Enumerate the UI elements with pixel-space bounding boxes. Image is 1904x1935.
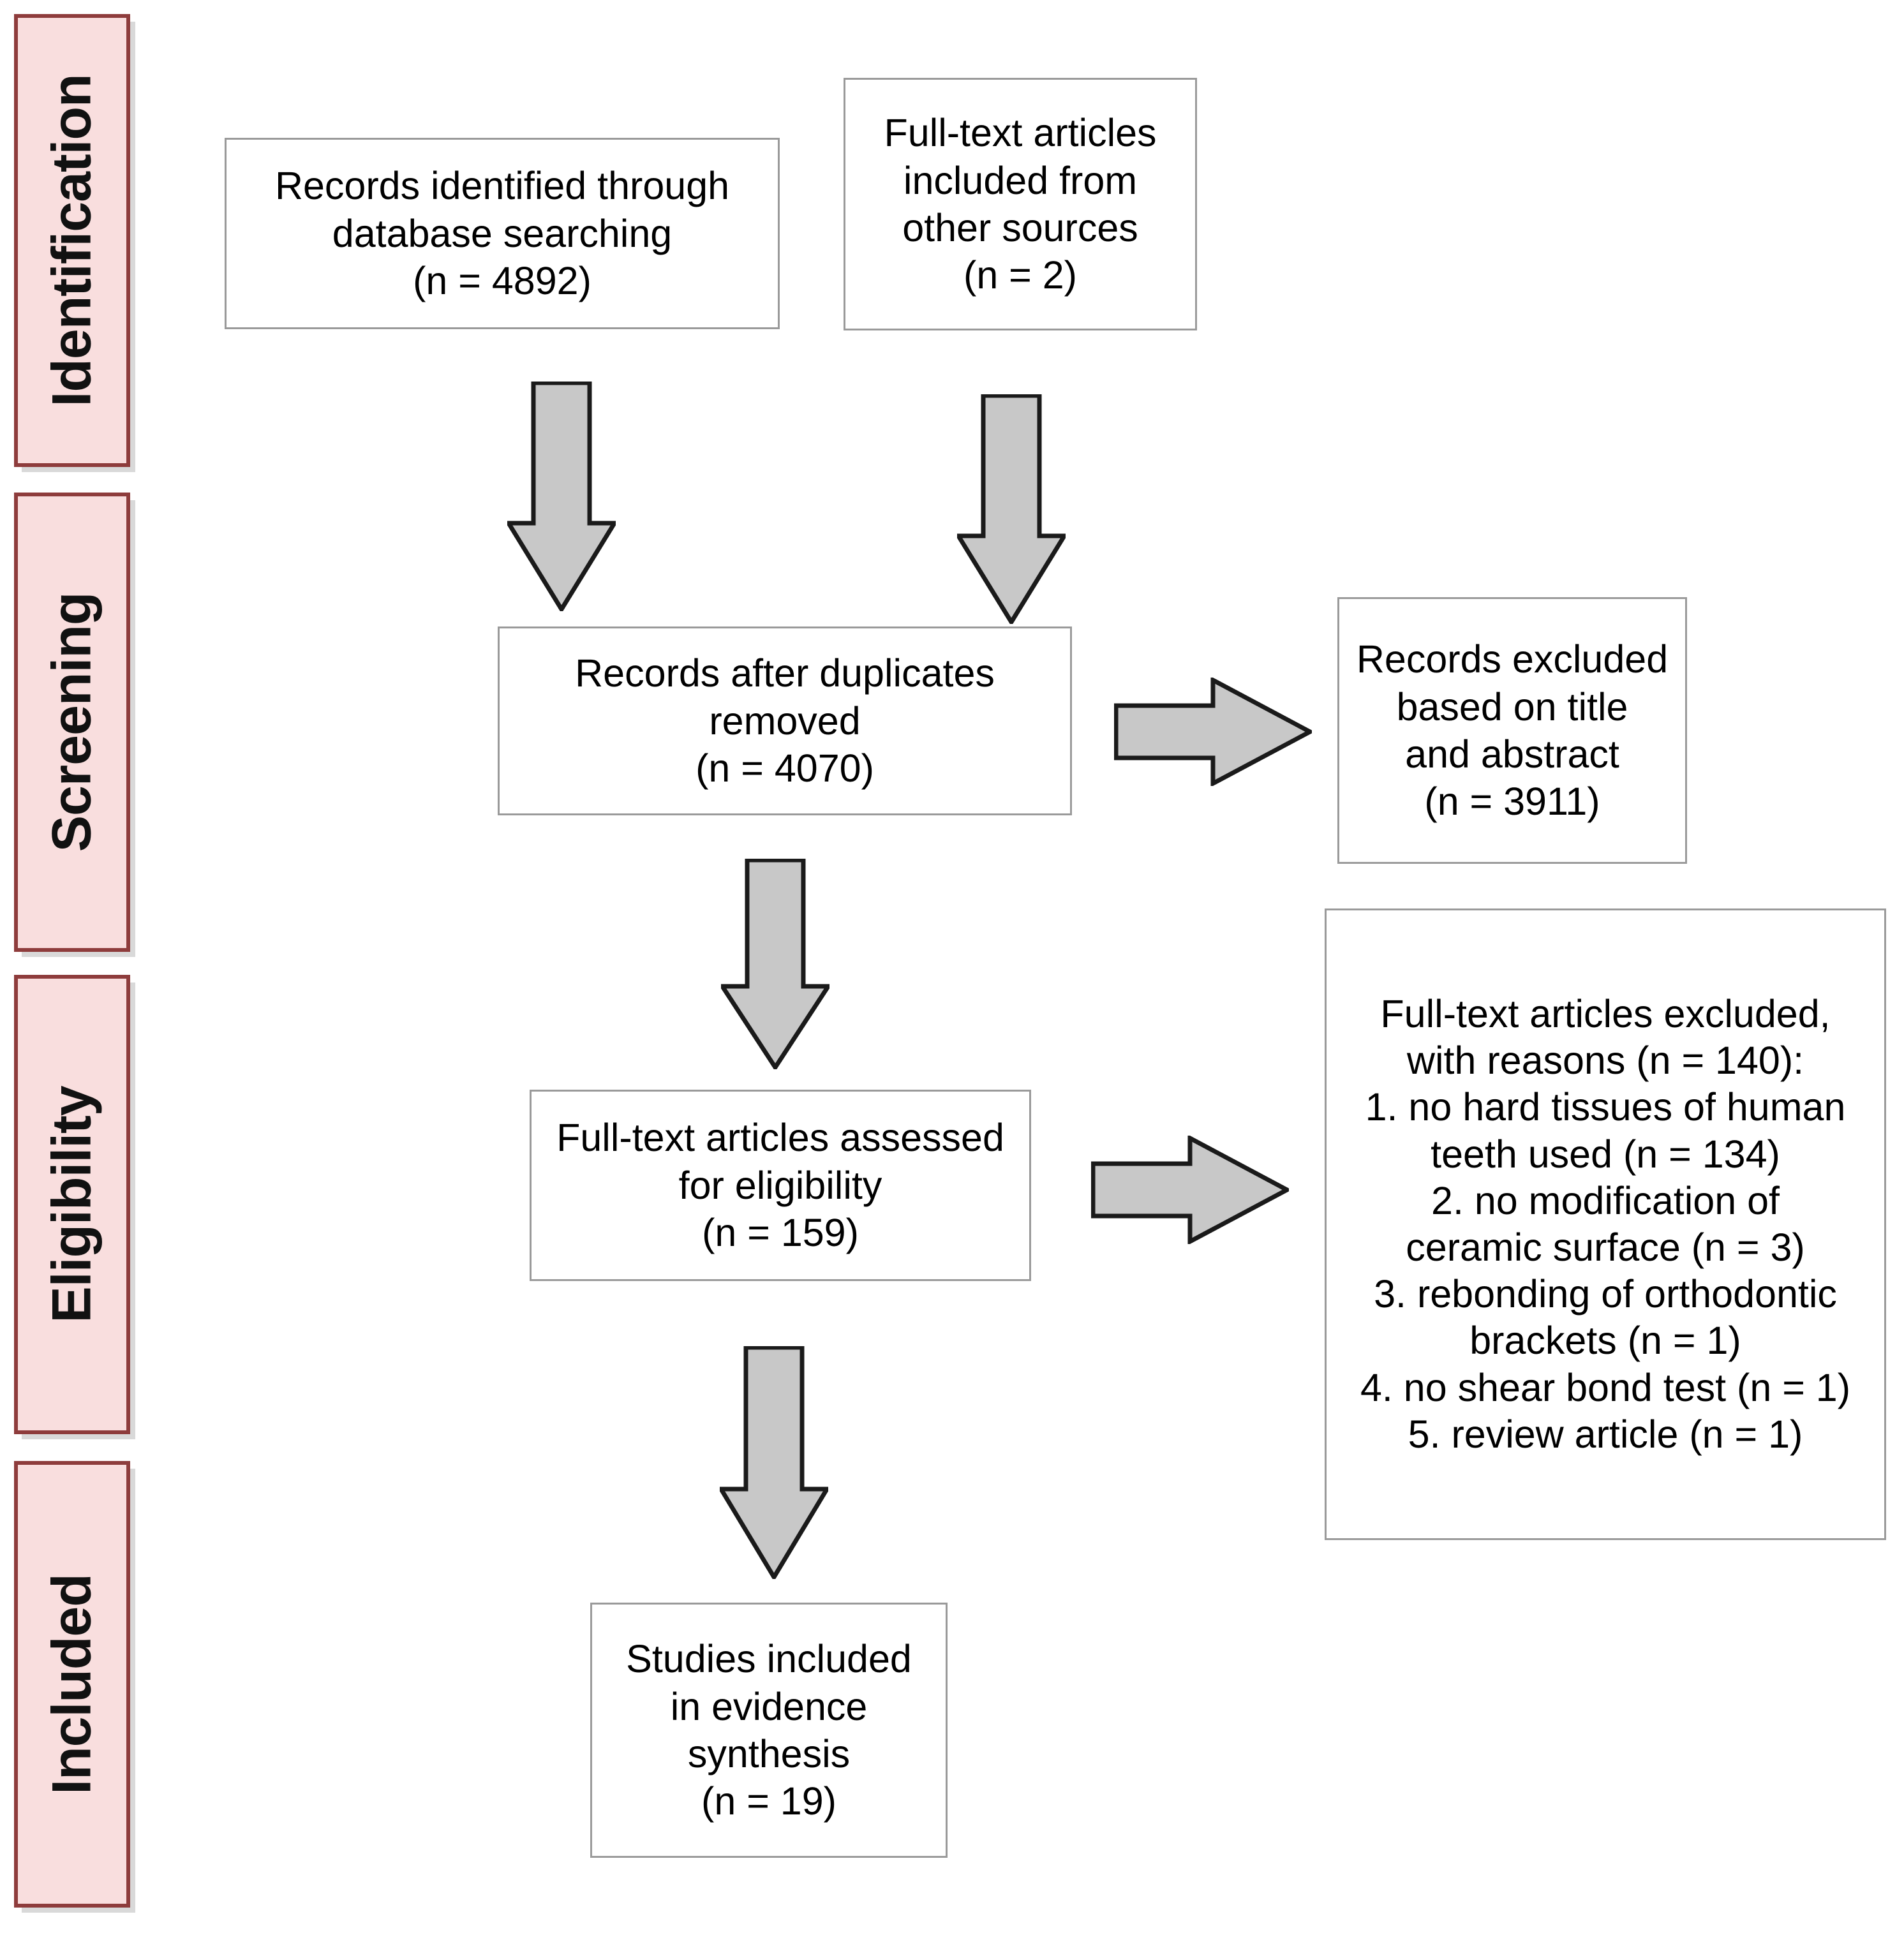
arrow-other-sources-to-duplicates (957, 394, 1066, 624)
arrow-assessed-to-fulltext-excluded (1091, 1136, 1289, 1244)
box-after-duplicates: Records after duplicates removed (n = 40… (498, 626, 1072, 815)
box-studies-included-text: Studies included in evidence synthesis (… (626, 1637, 912, 1823)
arrow-duplicates-to-assessed (721, 859, 829, 1069)
box-fulltext-excluded-text: Full-text articles excluded, with reason… (1360, 992, 1851, 1456)
box-records-excluded: Records excluded based on title and abst… (1337, 597, 1687, 864)
arrow-identified-to-duplicates (507, 382, 616, 611)
stage-label-eligibility: Eligibility (41, 1086, 103, 1323)
box-records-identified: Records identified through database sear… (225, 138, 780, 329)
box-records-identified-text: Records identified through database sear… (274, 164, 730, 303)
box-after-duplicates-text: Records after duplicates removed (n = 40… (575, 651, 995, 790)
stage-label-identification: Identification (41, 74, 103, 407)
right-arrow-icon (1114, 678, 1312, 786)
down-arrow-icon (957, 394, 1066, 624)
stage-label-included: Included (41, 1574, 103, 1795)
arrow-duplicates-to-excluded (1114, 678, 1312, 786)
arrow-assessed-to-included (720, 1346, 828, 1579)
box-other-sources-text: Full-text articles included from other s… (884, 111, 1157, 297)
box-fulltext-excluded: Full-text articles excluded, with reason… (1325, 908, 1886, 1540)
stage-box-screening: Screening (14, 493, 130, 952)
stage-box-eligibility: Eligibility (14, 975, 130, 1434)
down-arrow-icon (507, 382, 616, 611)
box-studies-included: Studies included in evidence synthesis (… (590, 1603, 948, 1858)
box-fulltext-assessed-text: Full-text articles assessed for eligibil… (556, 1116, 1004, 1255)
box-fulltext-assessed: Full-text articles assessed for eligibil… (530, 1090, 1031, 1281)
box-records-excluded-text: Records excluded based on title and abst… (1356, 637, 1669, 824)
right-arrow-icon (1091, 1136, 1289, 1244)
down-arrow-icon (721, 859, 829, 1069)
stage-label-screening: Screening (41, 592, 103, 852)
down-arrow-icon (720, 1346, 828, 1579)
box-other-sources: Full-text articles included from other s… (844, 78, 1197, 330)
stage-box-included: Included (14, 1461, 130, 1908)
stage-box-identification: Identification (14, 14, 130, 467)
